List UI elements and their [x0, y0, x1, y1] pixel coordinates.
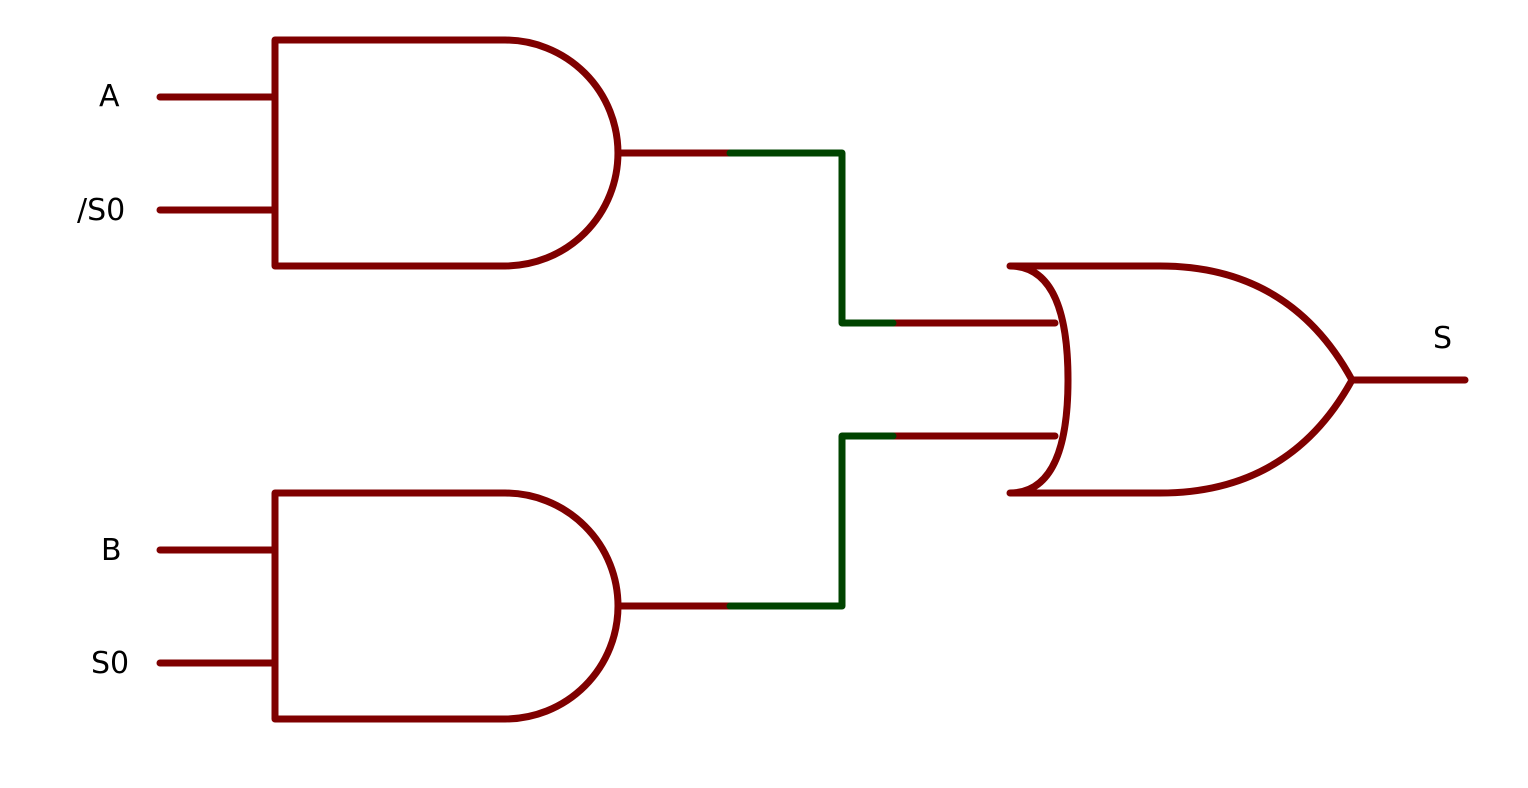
- input-label-b: B: [101, 533, 122, 568]
- or-gate-body: [1006, 262, 1356, 497]
- input-label-not-s0: /S0: [77, 193, 126, 228]
- input-label-s0: S0: [91, 646, 130, 681]
- and-gate-top: [156, 36, 734, 270]
- and-gate-bottom: [156, 489, 734, 723]
- wire-net-top: [726, 149, 897, 327]
- input-label-a: A: [99, 79, 120, 114]
- or-gate: [889, 262, 1469, 497]
- output-label-s: S: [1433, 321, 1453, 356]
- and-gate-top-body: [271, 36, 622, 270]
- wire-net-bottom: [726, 432, 897, 610]
- and-gate-bottom-body: [271, 489, 622, 723]
